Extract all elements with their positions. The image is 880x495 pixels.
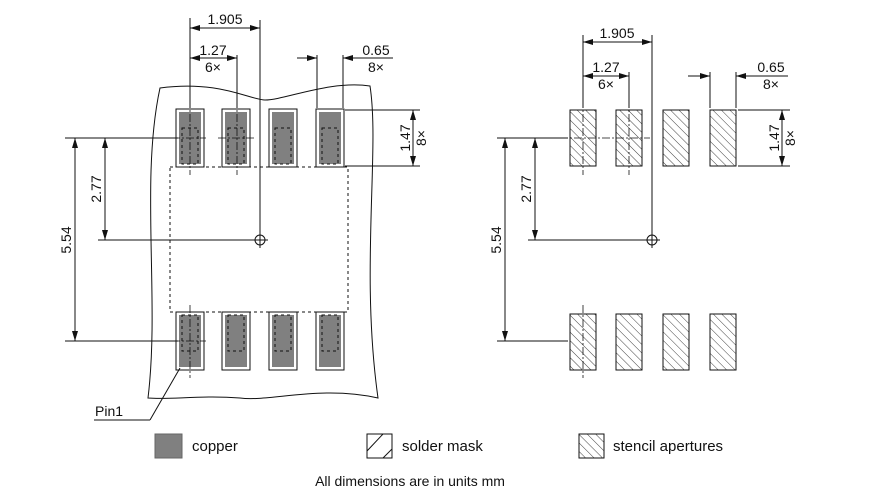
footer-note: All dimensions are in units mm xyxy=(315,473,505,489)
dim-pitch-offset: 1.905 xyxy=(599,25,634,41)
solder-mask-outline xyxy=(147,84,379,400)
dim-pitch-count: 6× xyxy=(598,76,614,92)
legend-swatch-stencil xyxy=(578,433,605,459)
dim-pad-width-count: 8× xyxy=(368,59,384,75)
stencil-apertures-bottom xyxy=(569,313,737,371)
dim-pad-width-count: 8× xyxy=(763,76,779,92)
dim-span: 5.54 xyxy=(488,226,504,253)
dim-half-span: 2.77 xyxy=(518,175,534,202)
dim-pitch: 1.27 xyxy=(199,42,226,58)
dim-pad-length: 1.47 xyxy=(766,124,782,151)
dim-span: 5.54 xyxy=(58,226,74,253)
left-view-land-pattern: 1.905 1.27 6× 0.65 8× 1.47 8× 2.77 5.54 … xyxy=(58,11,429,421)
legend-swatch-copper xyxy=(154,433,183,459)
right-view-stencil: 1.905 1.27 6× 0.65 8× 1.47 8× 2.77 5.54 xyxy=(488,25,798,378)
dim-pad-width: 0.65 xyxy=(757,59,784,75)
dim-half-span: 2.77 xyxy=(88,175,104,202)
dim-pitch-offset: 1.905 xyxy=(207,11,242,27)
pin1-label: Pin1 xyxy=(95,403,123,419)
legend: copper solder mask stencil apertures xyxy=(154,433,723,459)
dim-pitch-count: 6× xyxy=(205,59,221,75)
dim-pad-width: 0.65 xyxy=(362,42,389,58)
dim-pad-length-count: 8× xyxy=(413,130,429,146)
dim-pad-length-count: 8× xyxy=(782,130,798,146)
dim-pitch: 1.27 xyxy=(592,59,619,75)
legend-label-stencil: stencil apertures xyxy=(613,438,723,455)
dim-pad-length: 1.47 xyxy=(397,124,413,151)
legend-label-solder-mask: solder mask xyxy=(402,438,483,455)
legend-label-copper: copper xyxy=(192,438,238,455)
